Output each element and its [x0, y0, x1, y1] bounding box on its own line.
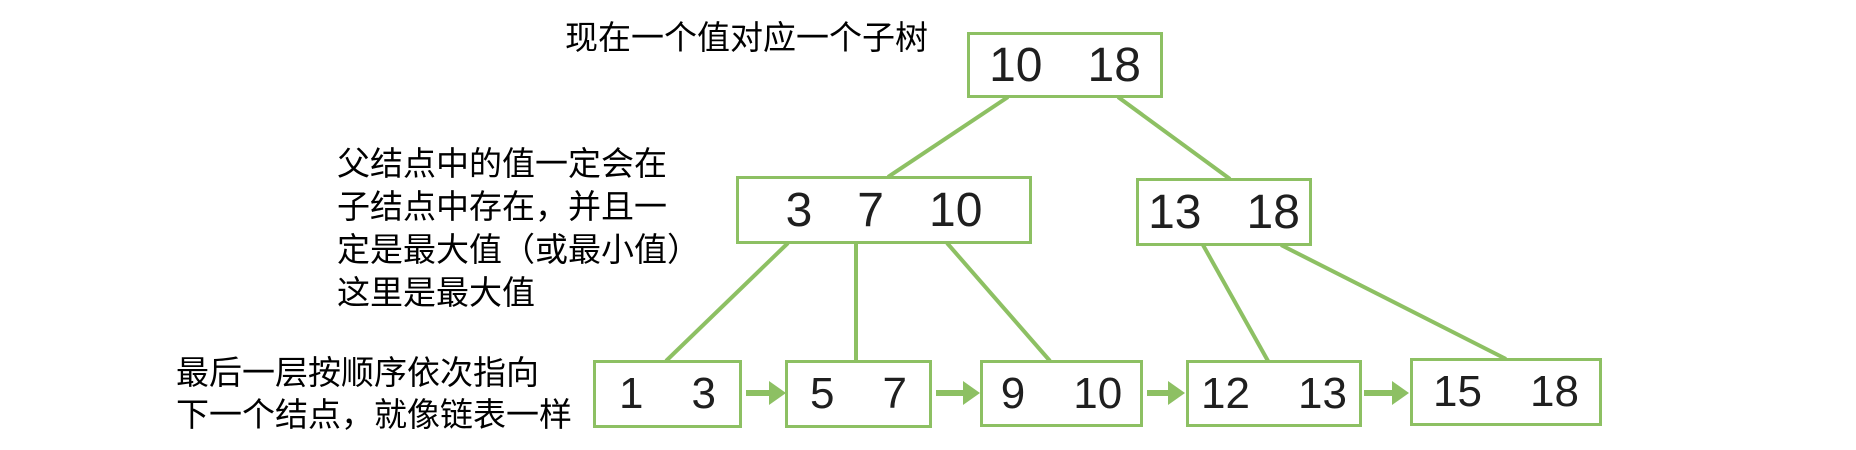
edge-root-to-internal-right: [1116, 95, 1232, 181]
node-value: 18: [1246, 185, 1300, 239]
node-value: 10: [989, 38, 1043, 92]
node-value: 18: [1530, 367, 1579, 416]
node-value: 5: [810, 369, 835, 418]
linked-list-arrow-4: [1364, 381, 1409, 405]
tree-node-internal-right: 13 18: [1136, 178, 1312, 246]
node-value: 12: [1201, 368, 1250, 418]
arrow-head-icon: [963, 381, 980, 405]
arrow-head-icon: [1392, 381, 1409, 405]
arrow-head-icon: [1168, 381, 1185, 405]
annotation-parent-note: 父结点中的值一定会在 子结点中存在，并且一 定是最大值（或最小值） 这里是最大值: [337, 142, 700, 314]
linked-list-arrow-1: [746, 381, 786, 405]
linked-list-arrow-2: [936, 381, 980, 405]
node-value: 3: [785, 183, 813, 237]
node-value: 10: [929, 183, 983, 237]
tree-node-leaf-5: 15 18: [1410, 358, 1602, 426]
edge-root-to-internal-left: [886, 95, 1010, 179]
node-value: 9: [1000, 368, 1026, 418]
node-value: 10: [1073, 368, 1123, 418]
tree-node-internal-left: 3 7 10: [736, 176, 1032, 244]
linked-list-arrow-3: [1147, 381, 1185, 405]
node-value: 7: [882, 369, 907, 418]
annotation-parent-note-line-3: 定是最大值（或最小值）: [337, 231, 700, 268]
tree-node-leaf-2: 5 7: [785, 360, 932, 428]
annotation-leaf-note-line-1: 最后一层按顺序依次指向: [176, 354, 539, 391]
tree-node-leaf-3: 9 10: [980, 360, 1143, 427]
edge-internal-right-to-leaf-5: [1280, 243, 1507, 361]
annotation-leaf-note: 最后一层按顺序依次指向 下一个结点，就像链表一样: [176, 352, 572, 436]
node-value: 18: [1087, 38, 1141, 92]
tree-node-root: 10 18: [967, 32, 1163, 98]
node-value: 1: [619, 369, 644, 418]
node-value: 15: [1433, 367, 1482, 416]
edge-internal-left-to-leaf-3: [945, 241, 1052, 363]
annotation-root-note: 现在一个值对应一个子树: [565, 19, 928, 56]
annotation-parent-note-line-4: 这里是最大值: [337, 274, 535, 311]
edge-internal-right-to-leaf-4: [1201, 244, 1270, 362]
annotation-parent-note-line-1: 父结点中的值一定会在: [337, 145, 667, 182]
node-value: 13: [1148, 185, 1202, 239]
tree-node-leaf-1: 1 3: [593, 360, 742, 428]
node-value: 13: [1298, 368, 1347, 418]
arrow-head-icon: [769, 381, 786, 405]
node-value: 3: [691, 369, 716, 418]
annotation-parent-note-line-2: 子结点中存在，并且一: [337, 188, 667, 225]
node-value: 7: [857, 183, 884, 237]
tree-node-leaf-4: 12 13: [1186, 360, 1362, 427]
annotation-leaf-note-line-2: 下一个结点，就像链表一样: [176, 396, 572, 433]
